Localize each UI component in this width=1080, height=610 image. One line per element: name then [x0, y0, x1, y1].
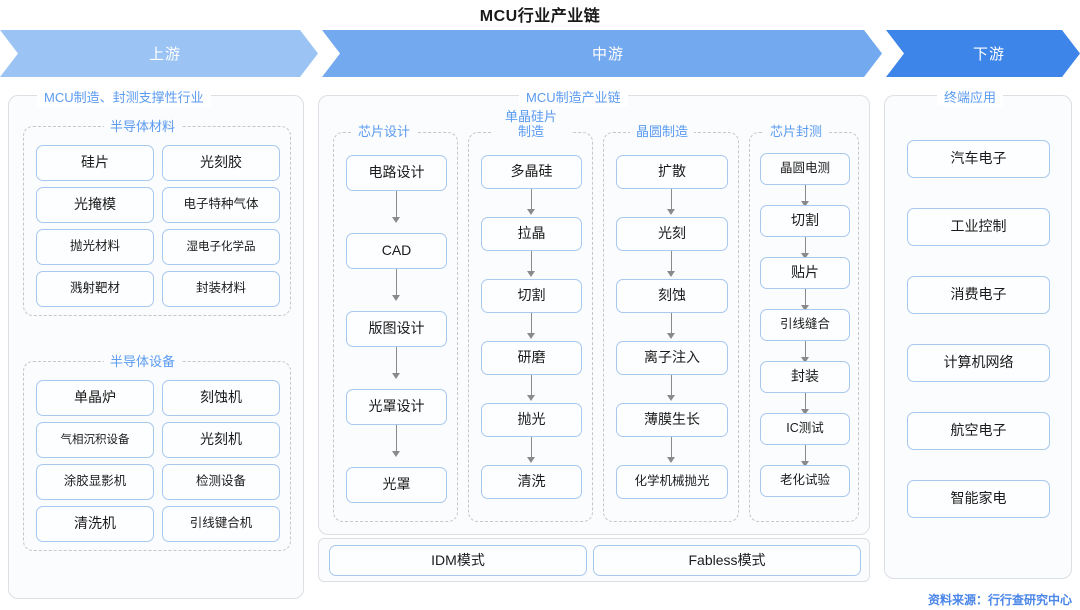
node-pkg-4[interactable]: 封装 [760, 361, 850, 393]
node-material-6[interactable]: 溅射靶材 [36, 271, 154, 307]
node-substrate-4[interactable]: 抛光 [481, 403, 582, 437]
banner-segment-downstream[interactable]: 下游 [886, 30, 1080, 77]
banner-label-downstream: 下游 [972, 46, 1005, 63]
node-material-0[interactable]: 硅片 [36, 145, 154, 181]
arrow-pkg-3 [801, 341, 810, 363]
node-pkg-2[interactable]: 贴片 [760, 257, 850, 289]
node-fab-3[interactable]: 离子注入 [616, 341, 728, 375]
node-fab-0[interactable]: 扩散 [616, 155, 728, 189]
group-title-wafer-fab: 晶圆制造 [630, 124, 695, 139]
node-material-4[interactable]: 抛光材料 [36, 229, 154, 265]
group-semiconductor-equipment: 半导体设备 单晶炉 刻蚀机 气相沉积设备 光刻机 涂胶显影机 检测设备 清洗机 … [23, 354, 291, 551]
arrow-substrate-4 [527, 437, 536, 463]
arrow-pkg-4 [801, 393, 810, 415]
group-chip-design: 芯片设计 电路设计 CAD 版图设计 光罩设计 光罩 [333, 124, 458, 522]
node-substrate-1[interactable]: 拉晶 [481, 217, 582, 251]
group-title-wafer-substrate-line1: 单晶硅片 [504, 109, 557, 124]
node-design-2[interactable]: 版图设计 [346, 311, 447, 347]
group-title-equipment: 半导体设备 [104, 354, 182, 369]
arrow-fab-4 [667, 437, 676, 463]
node-pkg-1[interactable]: 切割 [760, 205, 850, 237]
node-fab-5[interactable]: 化学机械抛光 [616, 465, 728, 499]
node-substrate-2[interactable]: 切割 [481, 279, 582, 313]
arrow-design-2 [392, 347, 401, 379]
node-design-0[interactable]: 电路设计 [346, 155, 447, 191]
arrow-fab-2 [667, 313, 676, 339]
node-design-1[interactable]: CAD [346, 233, 447, 269]
arrow-fab-3 [667, 375, 676, 401]
arrow-pkg-1 [801, 237, 810, 259]
node-material-5[interactable]: 湿电子化学品 [162, 229, 280, 265]
panel-midstream: MCU制造产业链 芯片设计 电路设计 CAD 版图设计 光罩设计 光罩 单晶硅片… [318, 87, 870, 535]
page-title: MCU行业产业链 [479, 8, 601, 25]
node-app-3[interactable]: 计算机网络 [907, 344, 1050, 382]
arrow-design-0 [392, 191, 401, 223]
group-title-chip-design: 芯片设计 [352, 124, 417, 139]
node-pkg-0[interactable]: 晶圆电测 [760, 153, 850, 185]
source-credit: 资料来源：行行查研究中心 [927, 593, 1072, 607]
panel-downstream: 终端应用 汽车电子 工业控制 消费电子 计算机网络 航空电子 智能家电 [884, 87, 1072, 579]
arrow-substrate-0 [527, 189, 536, 215]
group-title-materials: 半导体材料 [104, 119, 182, 134]
node-material-3[interactable]: 电子特种气体 [162, 187, 280, 223]
node-equipment-3[interactable]: 光刻机 [162, 422, 280, 458]
arrow-design-1 [392, 269, 401, 301]
arrow-pkg-2 [801, 289, 810, 311]
node-fab-4[interactable]: 薄膜生长 [616, 403, 728, 437]
node-app-2[interactable]: 消费电子 [907, 276, 1050, 314]
banner-segment-midstream[interactable]: 中游 [322, 30, 882, 77]
arrow-fab-0 [667, 189, 676, 215]
node-pkg-3[interactable]: 引线缝合 [760, 309, 850, 341]
node-design-3[interactable]: 光罩设计 [346, 389, 447, 425]
node-equipment-0[interactable]: 单晶炉 [36, 380, 154, 416]
node-model-idm[interactable]: IDM模式 [329, 545, 587, 576]
node-material-7[interactable]: 封装材料 [162, 271, 280, 307]
node-material-1[interactable]: 光刻胶 [162, 145, 280, 181]
node-equipment-7[interactable]: 引线键合机 [162, 506, 280, 542]
node-equipment-5[interactable]: 检测设备 [162, 464, 280, 500]
arrow-design-3 [392, 425, 401, 457]
node-app-1[interactable]: 工业控制 [907, 208, 1050, 246]
panel-business-models: IDM模式 Fabless模式 [318, 538, 870, 582]
node-equipment-6[interactable]: 清洗机 [36, 506, 154, 542]
banner-segment-upstream[interactable]: 上游 [0, 30, 318, 77]
node-design-4[interactable]: 光罩 [346, 467, 447, 503]
panel-title-upstream: MCU制造、封测支撑性行业 [37, 87, 211, 106]
node-substrate-0[interactable]: 多晶硅 [481, 155, 582, 189]
arrow-pkg-5 [801, 445, 810, 467]
arrow-fab-1 [667, 251, 676, 277]
node-app-4[interactable]: 航空电子 [907, 412, 1050, 450]
banner-label-upstream: 上游 [148, 46, 181, 63]
arrow-substrate-3 [527, 375, 536, 401]
banner-label-midstream: 中游 [591, 46, 624, 63]
group-title-wafer-substrate: 单晶硅片 制造 [491, 109, 571, 139]
node-fab-2[interactable]: 刻蚀 [616, 279, 728, 313]
panel-upstream: MCU制造、封测支撑性行业 半导体材料 硅片 光刻胶 光掩模 电子特种气体 抛光… [8, 87, 304, 599]
group-chip-packaging-test: 芯片封测 晶圆电测 切割 贴片 引线缝合 封装 IC测试 老化试验 [749, 124, 859, 522]
panel-title-downstream: 终端应用 [937, 87, 1004, 106]
node-substrate-3[interactable]: 研磨 [481, 341, 582, 375]
node-pkg-6[interactable]: 老化试验 [760, 465, 850, 497]
node-equipment-1[interactable]: 刻蚀机 [162, 380, 280, 416]
arrow-substrate-2 [527, 313, 536, 339]
panel-title-midstream: MCU制造产业链 [519, 87, 628, 106]
node-equipment-2[interactable]: 气相沉积设备 [36, 422, 154, 458]
node-material-2[interactable]: 光掩模 [36, 187, 154, 223]
group-wafer-fab: 晶圆制造 扩散 光刻 刻蚀 离子注入 薄膜生长 化学机械抛光 [603, 124, 739, 522]
group-title-packaging-test: 芯片封测 [764, 124, 829, 139]
arrow-substrate-1 [527, 251, 536, 277]
node-fab-1[interactable]: 光刻 [616, 217, 728, 251]
node-app-0[interactable]: 汽车电子 [907, 140, 1050, 178]
group-semiconductor-materials: 半导体材料 硅片 光刻胶 光掩模 电子特种气体 抛光材料 湿电子化学品 溅射靶材… [23, 119, 291, 316]
node-substrate-5[interactable]: 清洗 [481, 465, 582, 499]
arrow-pkg-0 [801, 185, 810, 207]
group-title-wafer-substrate-line2: 制造 [517, 124, 544, 139]
node-equipment-4[interactable]: 涂胶显影机 [36, 464, 154, 500]
value-chain-banner: 上游 中游 下游 [0, 30, 1080, 77]
node-app-5[interactable]: 智能家电 [907, 480, 1050, 518]
node-pkg-5[interactable]: IC测试 [760, 413, 850, 445]
group-wafer-substrate: 单晶硅片 制造 多晶硅 拉晶 切割 研磨 抛光 清洗 [468, 109, 593, 522]
node-model-fabless[interactable]: Fabless模式 [593, 545, 861, 576]
